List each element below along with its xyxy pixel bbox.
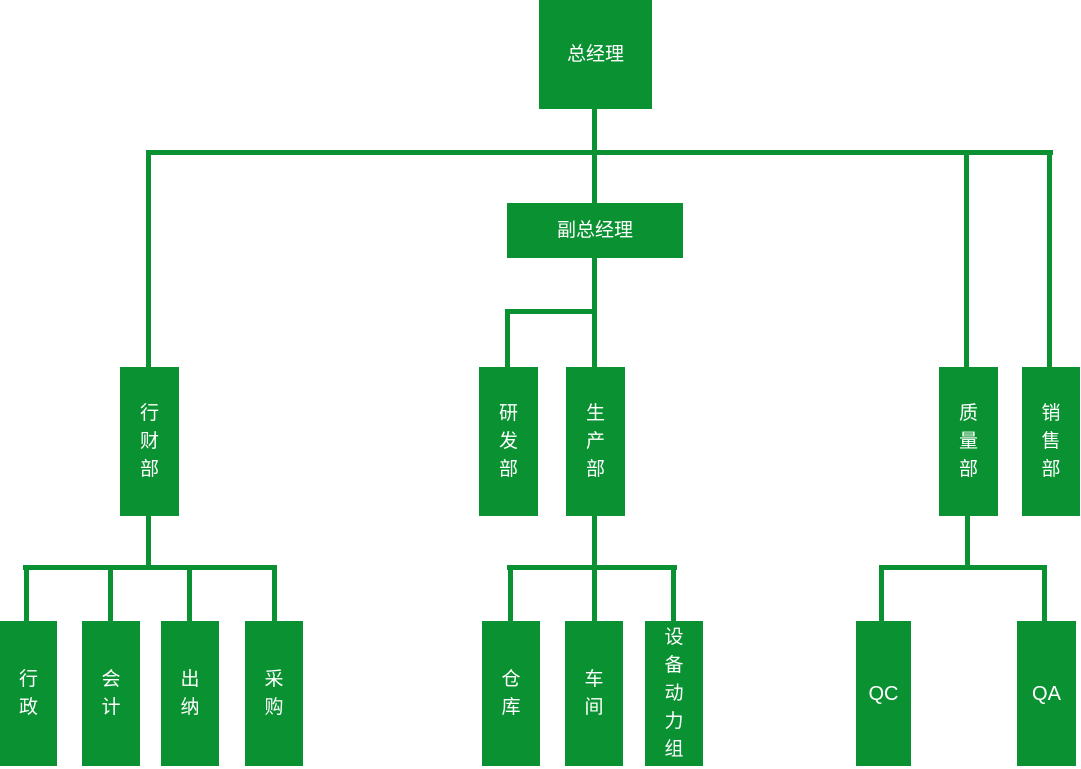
connector-to-qc bbox=[879, 565, 884, 621]
connector-to-rd bbox=[505, 309, 510, 367]
node-general-manager: 总经理 bbox=[539, 0, 652, 109]
connector-to-equipment-power bbox=[671, 565, 676, 621]
node-qc: QC bbox=[856, 621, 911, 766]
connector-top-horizontal bbox=[146, 150, 1053, 155]
connector-to-warehouse bbox=[508, 565, 513, 621]
connector-quality-horizontal bbox=[879, 565, 1047, 570]
connector-to-quality bbox=[964, 150, 969, 367]
node-workshop: 车间 bbox=[565, 621, 623, 766]
connector-to-qa bbox=[1042, 565, 1047, 621]
node-cashier: 出纳 bbox=[161, 621, 219, 766]
node-qa-label: QA bbox=[1032, 682, 1061, 705]
node-quality-dept-label: 质量部 bbox=[958, 402, 978, 480]
connector-deputy-elbow bbox=[505, 309, 597, 314]
node-warehouse-label: 仓库 bbox=[501, 668, 521, 718]
node-finance-admin-dept-label: 行财部 bbox=[139, 402, 159, 480]
node-purchasing-label: 采购 bbox=[264, 668, 284, 718]
node-rd-dept: 研发部 bbox=[479, 367, 538, 516]
connector-to-accounting bbox=[108, 565, 113, 621]
connector-quality-down bbox=[965, 516, 970, 570]
connector-finance-admin-down bbox=[146, 516, 151, 570]
node-sales-dept-label: 销售部 bbox=[1041, 402, 1061, 480]
connector-to-purchasing bbox=[272, 565, 277, 621]
connector-finance-admin-horizontal bbox=[23, 565, 277, 570]
node-general-manager-label: 总经理 bbox=[566, 43, 624, 65]
node-production-dept: 生产部 bbox=[566, 367, 625, 516]
node-quality-dept: 质量部 bbox=[939, 367, 998, 516]
node-accounting-label: 会计 bbox=[101, 668, 121, 718]
node-qc-label: QC bbox=[868, 682, 899, 705]
node-qa: QA bbox=[1017, 621, 1076, 766]
node-equipment-power-group-label: 设备动力组 bbox=[664, 626, 684, 760]
node-accounting: 会计 bbox=[82, 621, 140, 766]
node-administration-label: 行政 bbox=[18, 668, 38, 718]
connector-to-sales bbox=[1047, 150, 1052, 367]
connector-to-finance-admin bbox=[146, 150, 151, 367]
connector-to-workshop bbox=[592, 565, 597, 621]
connector-deputy-down bbox=[592, 258, 597, 314]
node-administration: 行政 bbox=[0, 621, 57, 766]
connector-to-deputy-gm bbox=[592, 150, 597, 203]
node-warehouse: 仓库 bbox=[482, 621, 540, 766]
node-equipment-power-group: 设备动力组 bbox=[645, 621, 703, 766]
node-workshop-label: 车间 bbox=[584, 668, 604, 718]
connector-gm-down bbox=[592, 109, 597, 155]
node-deputy-general-manager: 副总经理 bbox=[507, 203, 683, 258]
node-sales-dept: 销售部 bbox=[1022, 367, 1080, 516]
node-rd-dept-label: 研发部 bbox=[498, 402, 518, 480]
node-deputy-general-manager-label: 副总经理 bbox=[556, 219, 633, 241]
connector-to-administration bbox=[24, 565, 29, 621]
node-finance-admin-dept: 行财部 bbox=[120, 367, 179, 516]
connector-to-cashier bbox=[187, 565, 192, 621]
node-production-dept-label: 生产部 bbox=[585, 402, 605, 480]
node-cashier-label: 出纳 bbox=[180, 668, 200, 718]
node-purchasing: 采购 bbox=[245, 621, 303, 766]
connector-to-production bbox=[592, 309, 597, 367]
connector-production-down bbox=[592, 516, 597, 570]
